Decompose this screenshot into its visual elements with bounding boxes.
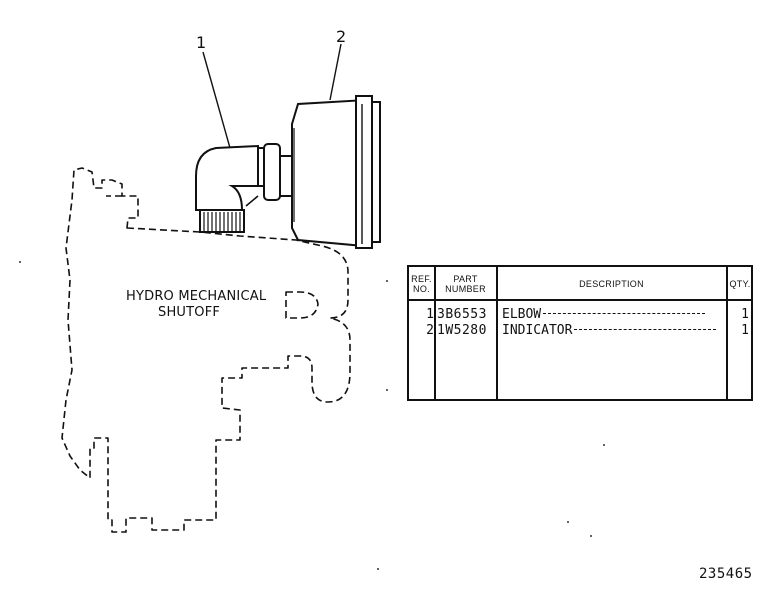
ref-cell: 1 — [426, 307, 434, 322]
table-row: 1 3B6553 ELBOW 1 — [409, 307, 751, 323]
part-number-cell: 1W5280 — [437, 323, 487, 338]
shutoff-housing-outline — [61, 167, 351, 533]
qty-cell: 1 — [741, 307, 749, 322]
shutoff-label-line1: HYDRO MECHANICAL — [126, 289, 267, 304]
part-number-cell: 3B6553 — [437, 307, 487, 322]
header-qty: QTY. — [729, 279, 751, 289]
leader-line-2 — [329, 43, 342, 101]
ref-cell: 2 — [426, 323, 434, 338]
callout-leaders — [202, 43, 342, 149]
qty-cell: 1 — [741, 323, 749, 338]
header-ref-no: REF.NO. — [411, 274, 432, 294]
header-description: DESCRIPTION — [579, 279, 644, 289]
scan-specks — [19, 261, 605, 570]
leader-line-1 — [202, 51, 231, 149]
table-divider — [496, 267, 498, 399]
description-cell: INDICATOR — [502, 323, 724, 339]
elbow-fitting — [195, 143, 281, 233]
table-divider — [726, 267, 728, 399]
table-header-divider — [409, 299, 751, 301]
indicator-gauge — [279, 95, 381, 249]
callout-number-2: 2 — [336, 27, 346, 46]
table-divider — [434, 267, 436, 399]
table-row: 2 1W5280 INDICATOR 1 — [409, 323, 751, 339]
callout-number-1: 1 — [196, 33, 206, 52]
shutoff-label-line2: SHUTOFF — [158, 305, 220, 320]
figure-number: 235465 — [699, 566, 753, 582]
description-cell: ELBOW — [502, 307, 724, 323]
